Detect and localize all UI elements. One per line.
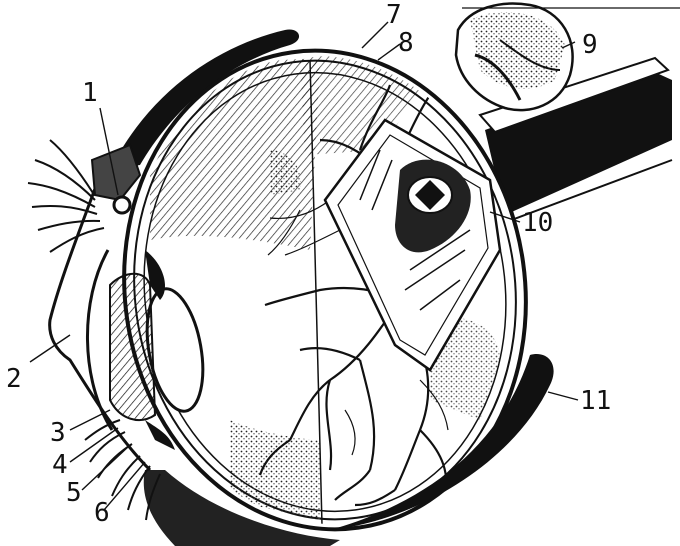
label-2: 2	[6, 366, 22, 392]
label-9: 9	[582, 32, 598, 58]
label-5: 5	[66, 480, 82, 506]
label-7: 7	[386, 2, 402, 28]
inset-magnification	[456, 4, 573, 111]
label-11: 11	[580, 388, 611, 414]
label-4: 4	[52, 452, 68, 478]
label-8: 8	[398, 30, 414, 56]
label-6: 6	[94, 500, 110, 526]
lacrimal-duct	[114, 197, 130, 213]
label-10: 10	[522, 210, 553, 236]
cornea	[87, 250, 112, 430]
label-3: 3	[50, 420, 66, 446]
iris	[110, 274, 155, 420]
tarsal-gland	[92, 145, 140, 200]
label-1: 1	[82, 80, 98, 106]
